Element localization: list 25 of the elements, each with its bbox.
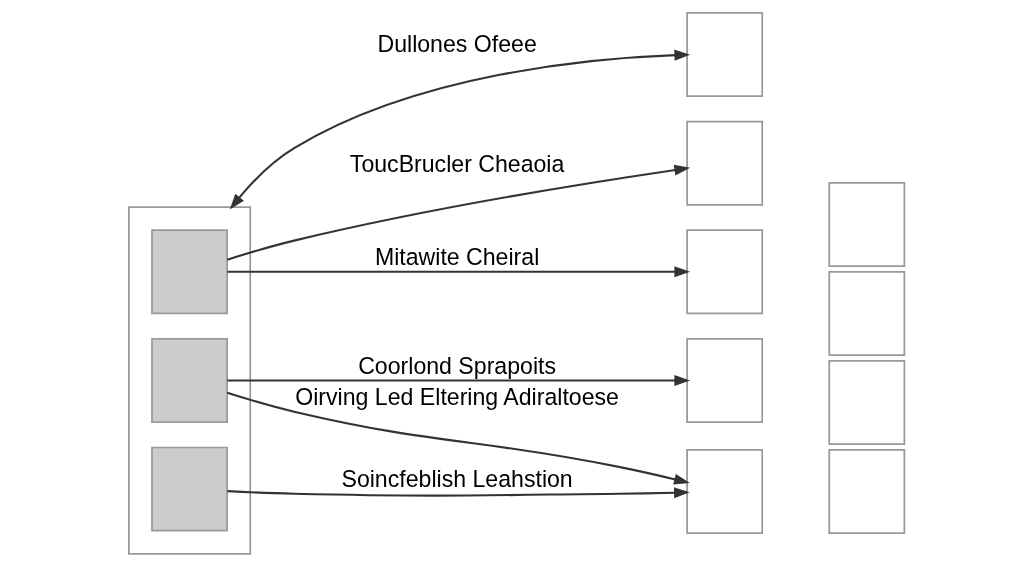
edge-label: ToucBrucler Cheaoia bbox=[349, 151, 565, 178]
arrow bbox=[227, 487, 690, 499]
edge-label: Mitawite Cheiral bbox=[374, 243, 540, 270]
edge-label: Soincfeblish Leahstion bbox=[341, 465, 573, 492]
edge-label: Dullones Ofeee bbox=[377, 31, 537, 58]
node-box bbox=[151, 229, 228, 315]
arrow bbox=[227, 374, 691, 386]
edge-label: Coorlond Sprapoits bbox=[358, 352, 557, 379]
node-box bbox=[686, 338, 764, 423]
arrow bbox=[226, 164, 691, 261]
arrow bbox=[227, 266, 691, 278]
edge-label: Oirving Led Eltering Adiraltoese bbox=[295, 383, 619, 410]
arrow bbox=[229, 49, 691, 210]
node-box bbox=[686, 12, 764, 97]
node-box bbox=[686, 229, 764, 315]
cluster bbox=[128, 206, 252, 555]
node-box bbox=[828, 181, 906, 267]
node-box bbox=[151, 446, 228, 532]
node-box bbox=[828, 270, 906, 356]
node-box bbox=[686, 120, 764, 206]
node-box bbox=[828, 448, 906, 534]
arrow bbox=[226, 391, 690, 485]
node-box bbox=[151, 338, 228, 423]
node-box bbox=[686, 448, 764, 534]
node-box bbox=[828, 359, 906, 445]
